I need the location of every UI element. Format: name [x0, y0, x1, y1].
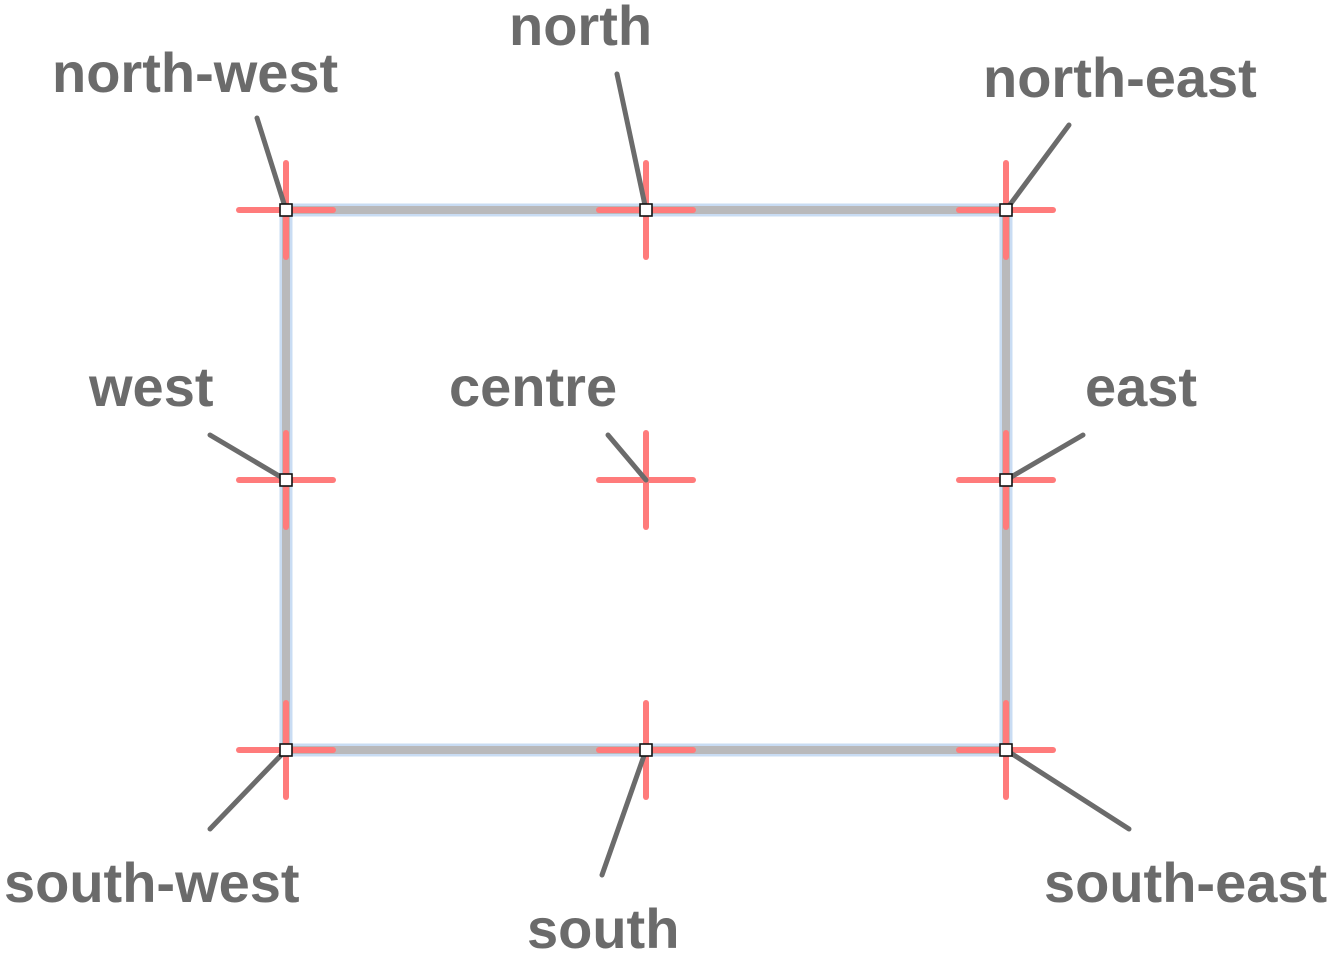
anchor-handle-south: [639, 743, 653, 757]
leader-line-south-east: [1003, 747, 1132, 832]
label-south-east: south-east: [1044, 851, 1327, 914]
label-west: west: [88, 355, 214, 418]
label-east: east: [1085, 355, 1197, 418]
leader-line-centre: [605, 432, 649, 483]
label-centre: centre: [449, 355, 617, 418]
leader-line-west: [207, 432, 289, 483]
anchor-handle-north: [639, 203, 653, 217]
leader-lines: [207, 71, 1132, 878]
leader-line-south-west: [207, 747, 289, 832]
anchor-handle-south-east: [999, 743, 1013, 757]
leader-line-north-east: [1003, 122, 1072, 213]
label-north-west: north-west: [52, 41, 338, 104]
leader-line-east: [1003, 432, 1086, 483]
label-south: south: [527, 897, 679, 958]
anchor-handle-west: [279, 473, 293, 487]
anchor-handle-south-west: [279, 743, 293, 757]
anchor-handles: [279, 203, 1013, 757]
label-south-west: south-west: [4, 851, 300, 914]
leader-line-north-west: [254, 115, 289, 213]
leader-line-south: [599, 747, 649, 878]
leader-line-north: [614, 71, 649, 213]
label-north-east: north-east: [983, 46, 1257, 109]
anchor-handle-north-west: [279, 203, 293, 217]
label-north: north: [509, 0, 652, 57]
anchor-handle-north-east: [999, 203, 1013, 217]
anchor-labels: north-west north north-east west centre east s…: [4, 0, 1327, 958]
anchor-handle-east: [999, 473, 1013, 487]
